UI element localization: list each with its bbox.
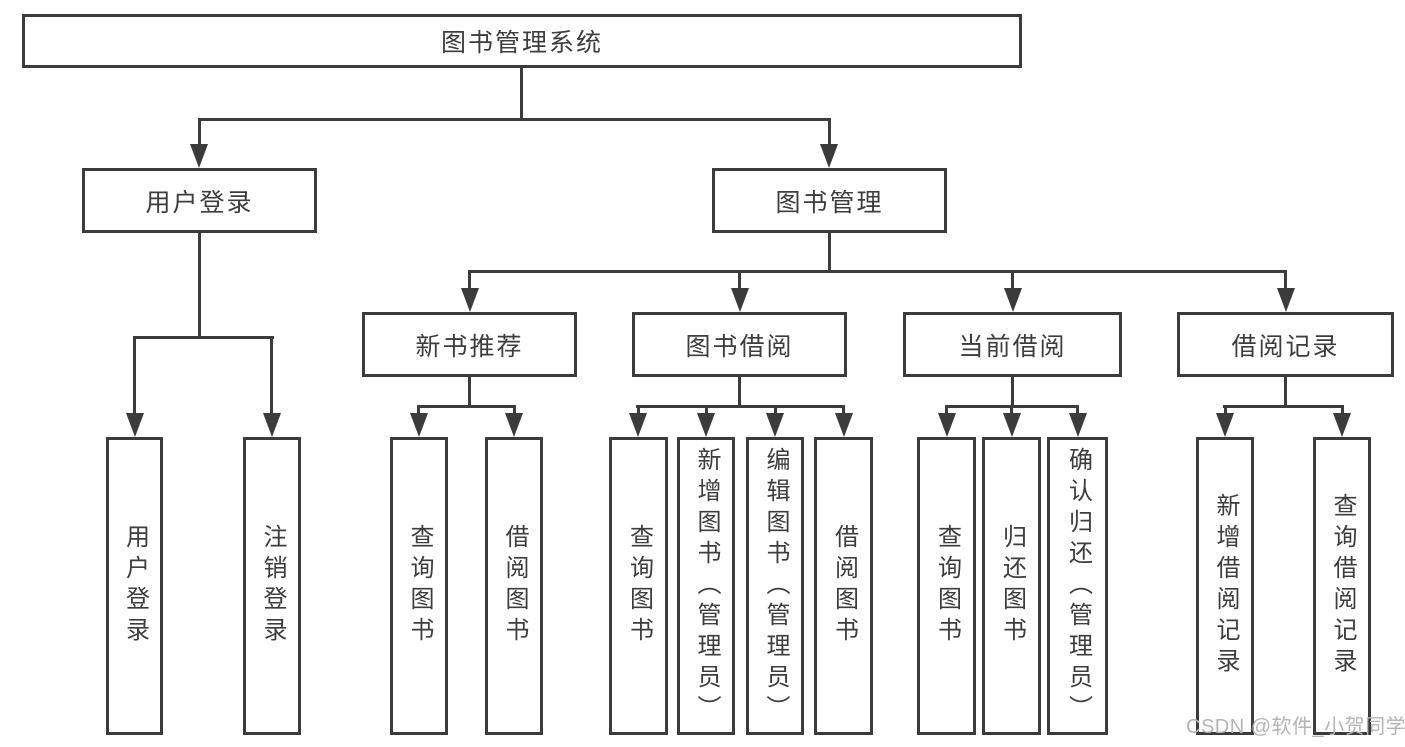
- node-label: 编辑图书（管理员）: [762, 446, 789, 726]
- connector-line: [1076, 405, 1079, 415]
- node-label: 图书借阅: [685, 332, 794, 361]
- leaf-logout: 注销登录: [243, 437, 301, 735]
- node-label: 查询图书: [406, 524, 433, 648]
- node-label: 借阅图书: [830, 524, 858, 648]
- node-label: 图书管理: [775, 188, 884, 217]
- connector-line: [417, 405, 420, 415]
- leaf-return-books: 归还图书: [982, 437, 1041, 735]
- connector-line: [198, 233, 201, 339]
- connector-line: [842, 405, 845, 415]
- leaf-borrow-books-borrowing: 借阅图书: [814, 437, 873, 735]
- leaf-confirm-return-admin: 确认归还（管理员）: [1047, 437, 1108, 735]
- leaf-query-borrowing-record: 查询借阅记录: [1313, 437, 1371, 735]
- connector-line: [1223, 405, 1344, 408]
- leaf-user-login: 用户登录: [106, 437, 163, 735]
- node-book-borrowing: 图书借阅: [632, 312, 847, 377]
- node-label: 新增图书（管理员）: [693, 446, 720, 726]
- connector-line: [133, 336, 274, 339]
- node-label: 用户登录: [121, 524, 149, 648]
- node-book-management: 图书管理: [712, 168, 947, 233]
- node-label: 归还图书: [998, 524, 1026, 648]
- node-label: 借阅记录: [1231, 332, 1340, 361]
- connector-line: [417, 405, 516, 408]
- connector-line: [468, 377, 471, 408]
- arrowhead-icon: [190, 144, 208, 168]
- connector-line: [774, 405, 777, 415]
- arrowhead-icon: [766, 413, 784, 437]
- node-label: 新增借阅记录: [1212, 493, 1239, 679]
- connector-line: [945, 405, 948, 415]
- leaf-borrow-books-recommend: 借阅图书: [485, 437, 543, 735]
- node-label: 借阅图书: [501, 524, 528, 648]
- connector-line: [468, 270, 1287, 273]
- connector-line: [1011, 377, 1014, 408]
- connector-line: [1010, 405, 1013, 415]
- arrowhead-icon: [820, 144, 838, 168]
- connector-line: [828, 233, 831, 273]
- connector-line: [705, 405, 708, 415]
- connector-line: [828, 118, 831, 146]
- connector-line: [513, 405, 516, 415]
- node-label: 查询图书: [625, 524, 653, 648]
- node-new-book-recommendation: 新书推荐: [362, 312, 577, 377]
- connector-line: [1224, 405, 1227, 415]
- connector-line: [636, 405, 845, 408]
- connector-line: [468, 270, 471, 290]
- arrowhead-icon: [126, 413, 144, 437]
- node-label: 查询图书: [933, 524, 961, 648]
- leaf-edit-books-admin: 编辑图书（管理员）: [746, 437, 804, 735]
- leaf-query-books-borrowing: 查询图书: [609, 437, 668, 735]
- connector-line: [1284, 377, 1287, 408]
- connector-line: [1284, 270, 1287, 290]
- connector-line: [738, 377, 741, 408]
- connector-line: [520, 68, 523, 121]
- arrowhead-icon: [697, 413, 715, 437]
- arrowhead-icon: [461, 288, 479, 312]
- leaf-add-books-admin: 新增图书（管理员）: [677, 437, 735, 735]
- connector-line: [637, 405, 640, 415]
- arrowhead-icon: [410, 413, 428, 437]
- node-book-management-system: 图书管理系统: [22, 14, 1022, 68]
- node-label: 注销登录: [259, 524, 286, 648]
- arrowhead-icon: [1333, 413, 1351, 437]
- node-label: 图书管理系统: [440, 29, 603, 57]
- arrowhead-icon: [1277, 288, 1295, 312]
- arrowhead-icon: [1216, 413, 1234, 437]
- node-label: 新书推荐: [415, 332, 524, 361]
- connector-line: [198, 118, 201, 146]
- arrowhead-icon: [938, 413, 956, 437]
- arrowhead-icon: [835, 413, 853, 437]
- leaf-query-books-recommend: 查询图书: [390, 437, 448, 735]
- arrowhead-icon: [505, 413, 523, 437]
- arrowhead-icon: [731, 288, 749, 312]
- node-user-login: 用户登录: [82, 168, 317, 233]
- node-label: 当前借阅: [958, 332, 1067, 361]
- node-label: 用户登录: [145, 188, 254, 217]
- node-current-borrowing: 当前借阅: [903, 312, 1122, 377]
- connector-line: [1011, 270, 1014, 290]
- watermark: CSDN @软件_小贺同学: [1186, 716, 1405, 738]
- connector-line: [133, 336, 136, 415]
- arrowhead-icon: [629, 413, 647, 437]
- arrowhead-icon: [1004, 288, 1022, 312]
- arrowhead-icon: [1069, 413, 1087, 437]
- connector-line: [738, 270, 741, 290]
- connector-line: [270, 336, 273, 415]
- node-label: 查询借阅记录: [1329, 493, 1356, 679]
- connector-line: [1341, 405, 1344, 415]
- connector-line: [198, 118, 831, 121]
- leaf-add-borrowing-record: 新增借阅记录: [1196, 437, 1254, 735]
- node-borrowing-records: 借阅记录: [1177, 312, 1394, 377]
- node-label: 确认归还（管理员）: [1064, 446, 1092, 726]
- leaf-query-books-current: 查询图书: [917, 437, 976, 735]
- arrowhead-icon: [1003, 413, 1021, 437]
- arrowhead-icon: [263, 413, 281, 437]
